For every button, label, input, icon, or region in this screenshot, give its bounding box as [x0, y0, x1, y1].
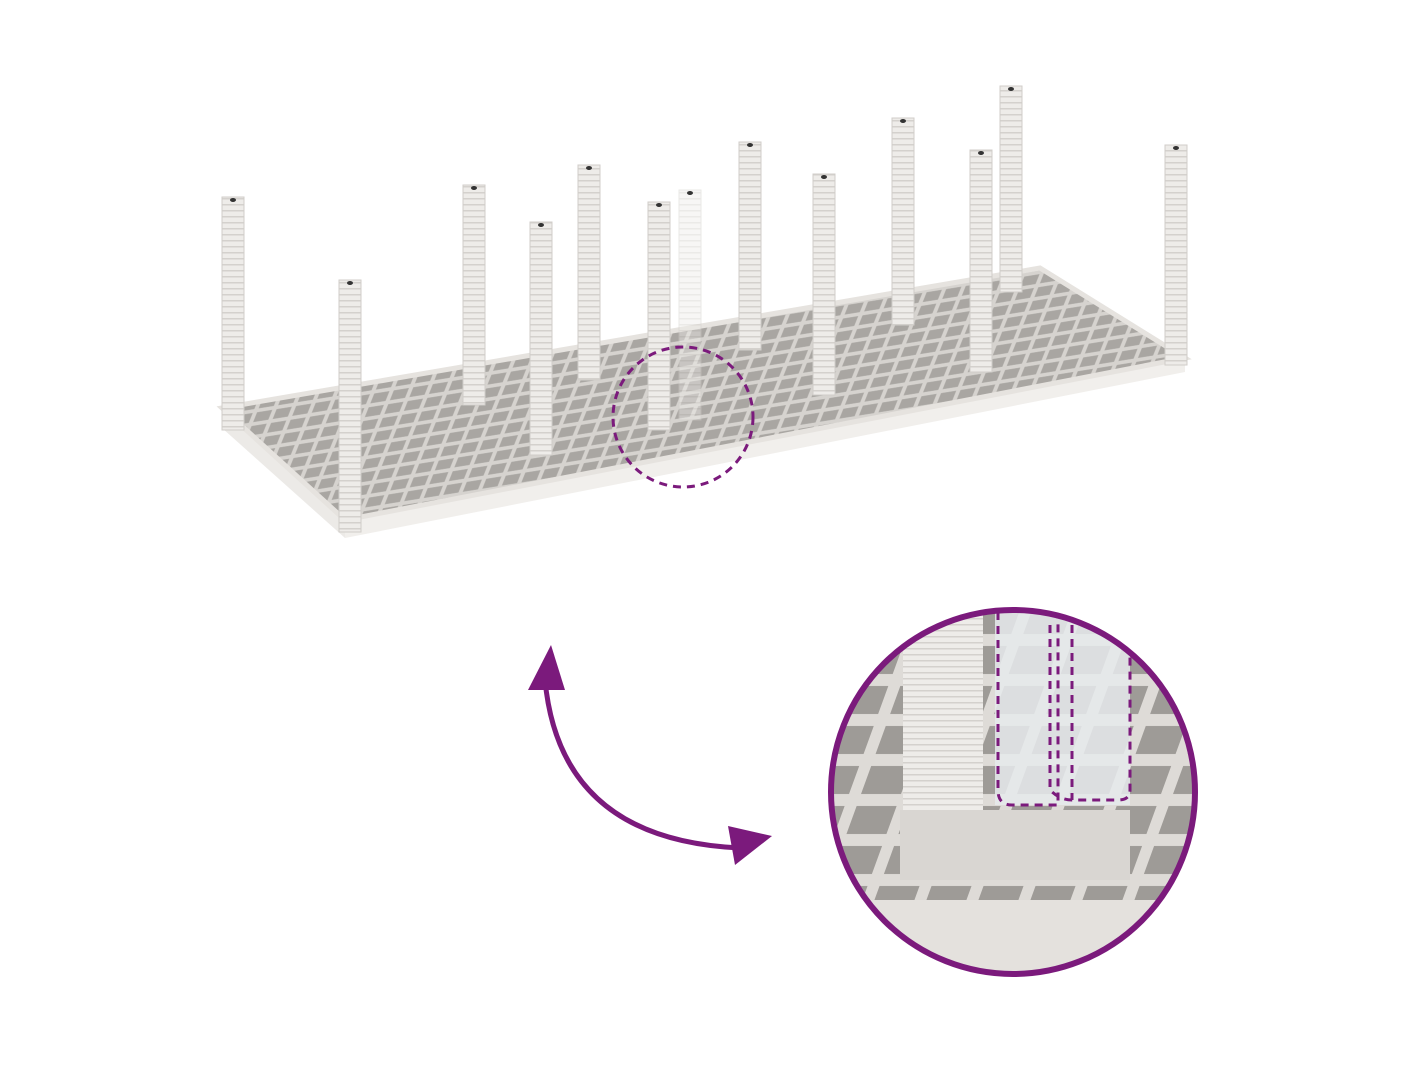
table-leg	[969, 149, 993, 373]
leg-hole	[656, 203, 662, 207]
table-base-platform	[216, 265, 1192, 538]
table-leg	[891, 117, 915, 326]
table-leg	[338, 279, 362, 533]
table-leg	[221, 196, 245, 431]
table-leg	[577, 164, 601, 381]
leg-hole	[900, 119, 906, 123]
leg-hole	[1173, 146, 1179, 150]
leg-hole	[821, 175, 827, 179]
detail-zoom-view	[828, 607, 1198, 977]
highlight-circle	[611, 345, 755, 489]
curved-double-arrow-icon	[528, 645, 772, 865]
table-leg	[647, 201, 671, 431]
leg-hole	[747, 143, 753, 147]
table-leg	[1164, 144, 1188, 366]
leg-hole	[687, 191, 693, 195]
table-leg	[812, 173, 836, 396]
leg-hole	[978, 151, 984, 155]
table-leg	[529, 221, 553, 456]
table-leg	[678, 189, 702, 421]
table-leg	[462, 184, 486, 406]
table-leg	[999, 85, 1023, 293]
table-leg	[738, 141, 762, 351]
leg-hole	[471, 186, 477, 190]
leg-hole	[230, 198, 236, 202]
leg-hole	[1008, 87, 1014, 91]
leg-hole	[347, 281, 353, 285]
leg-hole	[538, 223, 544, 227]
leg-hole	[586, 166, 592, 170]
table-legs	[221, 85, 1188, 533]
